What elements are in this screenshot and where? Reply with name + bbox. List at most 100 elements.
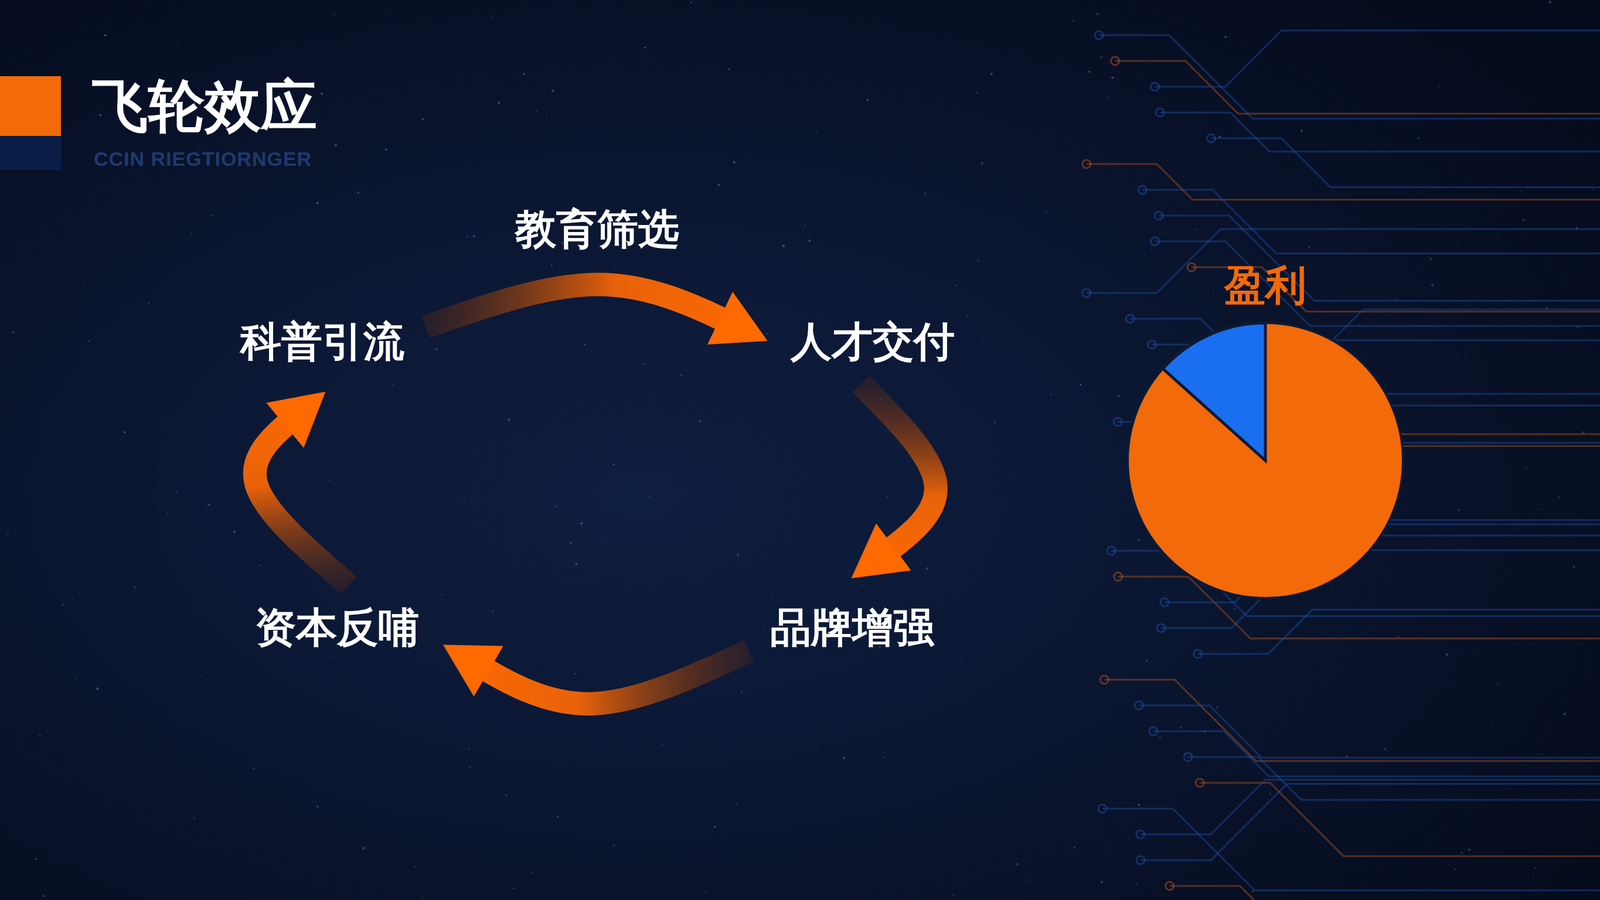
star-dot: [233, 530, 236, 533]
star-dot: [1100, 880, 1104, 884]
circuit-pad: [1134, 701, 1143, 710]
star-dot: [160, 423, 162, 425]
star-dot: [7, 533, 9, 536]
star-dot: [210, 215, 212, 217]
stage-label: 科普引流: [232, 312, 413, 372]
star-dot: [926, 567, 929, 570]
star-dot: [848, 574, 850, 576]
star-dot: [1585, 75, 1587, 77]
star-dot: [1009, 471, 1011, 473]
flywheel-stage: 人才交付: [782, 312, 963, 372]
star-dot: [1088, 70, 1091, 74]
star-dot: [583, 343, 586, 346]
star-dot: [75, 676, 78, 680]
star-dot: [1563, 712, 1567, 716]
circuit-pad: [1147, 340, 1156, 349]
star-dot: [1026, 879, 1028, 881]
star-dot: [530, 872, 533, 875]
star-dot: [882, 756, 885, 759]
star-dot: [723, 99, 725, 100]
star-dot: [1137, 538, 1140, 541]
circuit-pad: [1138, 185, 1147, 194]
star-dot: [1143, 253, 1146, 256]
star-dot: [96, 687, 99, 690]
star-dot: [663, 818, 665, 819]
star-dot: [497, 101, 500, 104]
circuit-pad: [1098, 804, 1107, 813]
star-dot: [143, 620, 145, 622]
pie-slice-minor: [1162, 322, 1266, 461]
star-dot: [1158, 736, 1162, 739]
circuit-trace: [1154, 30, 1600, 87]
star-dot: [1021, 424, 1023, 427]
star-dot: [680, 374, 682, 376]
star-dot: [937, 162, 939, 163]
star-dot: [1216, 706, 1218, 709]
star-dot: [1300, 129, 1303, 132]
star-dot: [643, 363, 646, 366]
star-dot: [580, 847, 581, 849]
stage-label: 资本反哺: [246, 598, 428, 658]
star-dot: [842, 757, 846, 760]
star-dot: [491, 16, 494, 19]
star-dot: [1016, 863, 1019, 866]
star-dot: [1549, 1, 1552, 4]
star-dot: [1013, 895, 1014, 897]
star-dot: [685, 859, 687, 861]
star-dot: [1107, 96, 1109, 99]
circuit-trace: [1155, 241, 1600, 326]
star-dot: [392, 385, 394, 387]
star-dot: [334, 143, 337, 146]
star-dot: [1454, 868, 1457, 871]
circuit-pad: [1165, 882, 1174, 891]
star-dot: [1417, 137, 1420, 140]
star-dot: [1501, 700, 1504, 703]
star-dot: [42, 894, 45, 898]
star-dot: [734, 803, 738, 806]
star-dot: [574, 562, 578, 565]
star-dot: [1496, 683, 1499, 686]
star-dot: [589, 123, 591, 125]
circuit-trace: [1140, 780, 1600, 835]
star-dot: [1079, 383, 1082, 386]
star-dot: [698, 420, 701, 423]
star-dot: [123, 431, 127, 434]
star-dot: [328, 480, 330, 482]
star-dot: [1519, 190, 1522, 193]
star-dot: [441, 593, 444, 596]
star-dot: [1278, 56, 1279, 57]
star-dot: [924, 192, 927, 195]
star-dot: [1457, 509, 1460, 512]
circuit-trace: [1169, 886, 1600, 900]
star-dot: [804, 224, 806, 226]
circuit-pad: [1160, 598, 1169, 607]
star-dot: [896, 816, 898, 819]
star-dot: [777, 72, 779, 74]
star-dot: [763, 627, 765, 629]
star-dot: [376, 543, 378, 545]
pie-title: 盈利: [1121, 254, 1409, 318]
star-dot: [253, 767, 255, 769]
star-dot: [1460, 852, 1463, 854]
star-dot: [1430, 257, 1433, 261]
star-dot: [61, 604, 64, 607]
star-dot: [441, 804, 443, 806]
star-dot: [1049, 393, 1053, 396]
star-dot: [981, 162, 984, 165]
star-dot: [1107, 847, 1109, 849]
star-dot: [1445, 195, 1447, 197]
star-dot: [1397, 91, 1399, 93]
flow-arrow: [425, 284, 736, 328]
star-dot: [404, 63, 407, 66]
star-dot: [1383, 747, 1387, 751]
star-dot: [815, 130, 817, 132]
star-dot: [512, 887, 515, 890]
star-dot: [574, 673, 576, 675]
star-dot: [1537, 753, 1540, 756]
stage-label: 品牌增强: [761, 598, 943, 658]
star-dot: [733, 161, 736, 164]
star-dot: [175, 491, 179, 494]
star-dot: [453, 734, 455, 737]
flywheel-stage: 资本反哺: [246, 598, 428, 658]
star-dot: [1278, 140, 1280, 142]
